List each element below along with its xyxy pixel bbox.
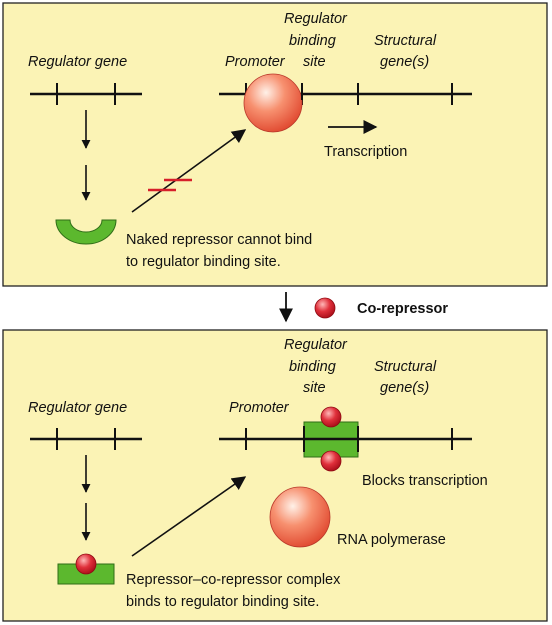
blocked-marks	[148, 178, 192, 192]
top-structural-line2: gene(s)	[380, 54, 429, 70]
top-binding-site-line2: binding	[289, 33, 336, 49]
bottom-regulator-gene-dna	[30, 428, 142, 450]
bottom-diagonal-arrow	[131, 476, 247, 557]
free-rna-polymerase	[269, 486, 331, 548]
middle-legend: Co-repressor	[279, 292, 448, 323]
rna-polymerase-label: RNA polymerase	[337, 532, 446, 548]
complex-text-line2: binds to regulator binding site.	[126, 594, 319, 610]
top-binding-site-line3: site	[303, 54, 326, 70]
transcription-label: Transcription	[324, 144, 407, 160]
bound-corepressor-top	[320, 406, 342, 428]
bottom-binding-site-line1: Regulator	[284, 337, 348, 353]
top-panel: Regulator gene Promoter Regulator bindin…	[2, 2, 548, 287]
top-diagonal-arrow	[131, 129, 247, 213]
top-promoter-label: Promoter	[225, 54, 286, 70]
naked-repressor-text-line2: to regulator binding site.	[126, 254, 281, 270]
top-rna-polymerase	[243, 73, 303, 133]
bottom-binding-site-line2: binding	[289, 359, 336, 375]
naked-repressor-text-line1: Naked repressor cannot bind	[126, 232, 312, 248]
bottom-promoter-label: Promoter	[229, 400, 290, 416]
bottom-structural-line2: gene(s)	[380, 380, 429, 396]
bottom-binding-site-line3: site	[303, 380, 326, 396]
top-regulator-gene-dna	[30, 83, 142, 105]
naked-repressor	[55, 219, 117, 245]
blocks-transcription-label: Blocks transcription	[362, 473, 488, 489]
complex-corepressor	[75, 553, 97, 575]
complex-text-line1: Repressor–co-repressor complex	[126, 572, 341, 588]
top-binding-site-line1: Regulator	[284, 11, 348, 27]
top-structural-line1: Structural	[374, 33, 437, 49]
bottom-regulator-gene-label: Regulator gene	[28, 400, 127, 416]
bottom-structural-line1: Structural	[374, 359, 437, 375]
bound-corepressor-bottom	[320, 450, 342, 472]
corepressor-label: Co-repressor	[357, 301, 448, 317]
top-regulator-gene-label: Regulator gene	[28, 54, 127, 70]
corepressor-icon	[314, 297, 336, 319]
bottom-panel: Regulator gene Promoter Regulator bindin…	[2, 329, 548, 622]
bound-repressor-complex	[303, 406, 359, 472]
